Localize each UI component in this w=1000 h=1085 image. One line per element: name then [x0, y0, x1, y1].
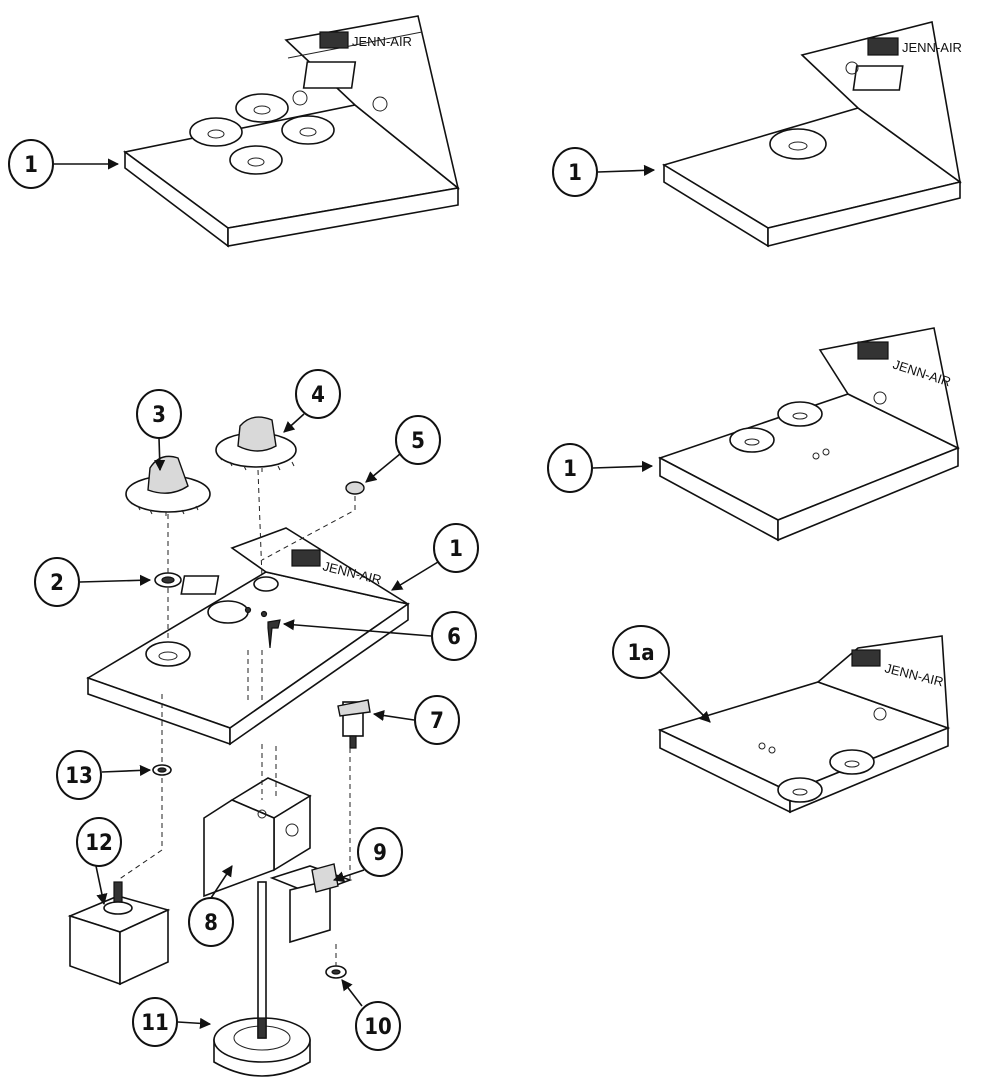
burner-knob-seat	[189, 93, 335, 175]
logo-badge: JENN-AIR	[319, 31, 412, 49]
callout-label: 12	[85, 831, 113, 856]
control-panel-single-knob: JENN-AIR	[662, 21, 962, 248]
callout-label: 5	[411, 429, 425, 454]
callout-11: 11	[132, 997, 212, 1047]
callout-label: 8	[204, 911, 218, 936]
callout-group: 1 1 1 1a 3 4	[8, 139, 711, 1051]
callout-8: 8	[188, 865, 234, 947]
callout-label: 11	[141, 1011, 169, 1036]
callout-label: 6	[447, 625, 461, 650]
callout-1-panel-c: 1	[547, 443, 654, 493]
indicator-cap	[345, 481, 365, 495]
control-panel-four-knob: JENN-AIR	[123, 15, 460, 248]
callout-1-panel-b: 1	[552, 147, 656, 197]
callout-label: 2	[50, 571, 64, 596]
callout-label: 4	[311, 383, 325, 408]
indicator-light	[337, 699, 371, 749]
control-panel-variant-1a: JENN-AIR	[657, 635, 951, 814]
callout-1-panel-a: 1	[8, 139, 120, 189]
callout-13: 13	[56, 750, 152, 800]
control-knob-small	[125, 455, 211, 516]
callout-7: 7	[372, 695, 460, 745]
mounting-bracket	[203, 777, 312, 898]
brand-name-label: JENN-AIR	[352, 34, 412, 49]
callout-12: 12	[76, 817, 122, 906]
callout-label: 7	[430, 709, 444, 734]
callout-9: 9	[332, 827, 403, 883]
control-panel-two-knob: JENN-AIR	[657, 327, 960, 542]
callout-label: 1	[563, 457, 577, 482]
callout-label: 1	[568, 161, 582, 186]
callout-label: 13	[65, 764, 93, 789]
infinite-switch	[67, 881, 171, 986]
shaft-washer	[152, 764, 172, 776]
mounting-screw	[267, 619, 281, 649]
rocker-switch	[269, 863, 353, 944]
exploded-assembly: JENN-AIR	[67, 416, 410, 1077]
callout-5: 5	[365, 415, 441, 483]
switch-washer	[325, 965, 347, 979]
callout-1a-panel-d: 1a	[612, 625, 711, 723]
callout-label: 1a	[627, 641, 654, 666]
callout-label: 1	[24, 153, 38, 178]
callout-2: 2	[34, 557, 152, 607]
callout-label: 1	[449, 537, 463, 562]
callout-label: 9	[373, 841, 387, 866]
brand-name-label: JENN-AIR	[902, 40, 962, 55]
callout-label: 3	[152, 403, 166, 428]
callout-1-exploded: 1	[391, 523, 479, 591]
logo-badge: JENN-AIR	[867, 37, 962, 56]
callout-label: 10	[364, 1015, 392, 1040]
callout-3: 3	[136, 389, 182, 472]
rotisserie-motor	[213, 881, 311, 1077]
callout-4: 4	[283, 369, 341, 433]
control-knob-large	[215, 416, 297, 472]
callout-6: 6	[282, 611, 477, 661]
callout-10: 10	[341, 979, 401, 1051]
knob-washer	[154, 572, 182, 588]
